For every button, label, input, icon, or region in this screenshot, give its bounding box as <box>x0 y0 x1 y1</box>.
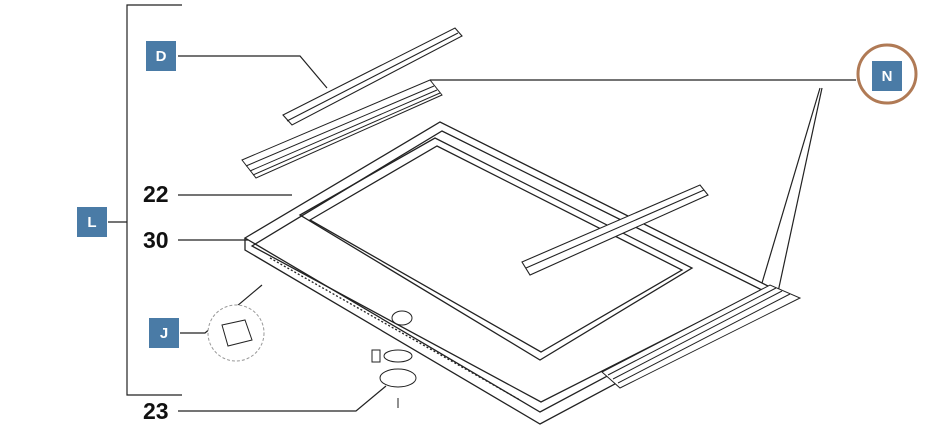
louvre-strip-bottom <box>601 284 802 389</box>
part-number-22: 22 <box>143 181 169 207</box>
leader-J <box>180 284 263 334</box>
leader-N-3 <box>777 87 823 293</box>
part-number-30: 30 <box>143 227 169 253</box>
rail-bar-D <box>282 27 463 126</box>
callout-N: N <box>872 61 902 91</box>
detail-circle-J <box>207 304 265 362</box>
callout-J: J <box>149 318 179 348</box>
rail-bar-right <box>521 184 709 276</box>
assembly-bracket-L <box>126 4 182 396</box>
leader-23 <box>178 385 387 412</box>
frame <box>243 121 774 425</box>
callout-D: D <box>146 41 176 71</box>
louvre-strip-top <box>241 79 443 179</box>
crank-part-23 <box>371 310 417 408</box>
highlight-circle-N <box>856 43 918 105</box>
leader-D <box>178 55 328 89</box>
callout-L: L <box>77 207 107 237</box>
leader-N-2 <box>761 87 821 284</box>
part-number-23: 23 <box>143 398 169 424</box>
